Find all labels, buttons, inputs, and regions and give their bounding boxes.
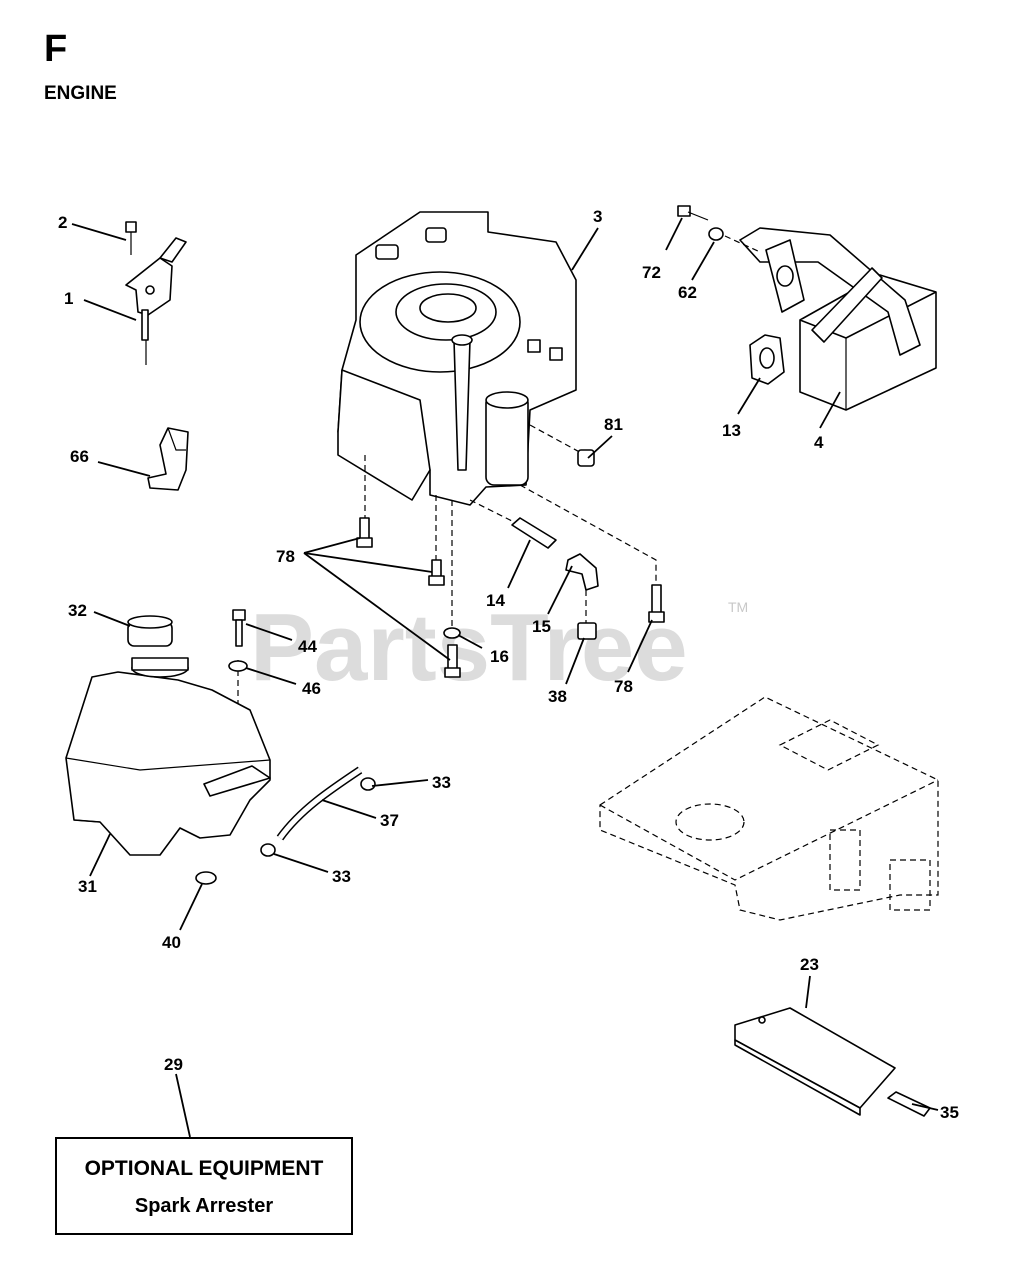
callout-14: 14 — [486, 591, 505, 610]
fuel-cap-part — [127, 615, 173, 647]
bolt-78-a-part — [356, 517, 373, 548]
section-title: ENGINE — [44, 83, 117, 104]
callout-33-upper: 33 — [432, 773, 451, 792]
callout-78-right: 78 — [614, 677, 633, 696]
fuel-tank-part — [65, 657, 271, 856]
callout-81: 81 — [604, 415, 623, 434]
callout-46: 46 — [302, 679, 321, 698]
callout-72: 72 — [642, 263, 661, 282]
throttle-control-part — [125, 221, 187, 365]
clip-part — [147, 427, 189, 491]
callout-1: 1 — [64, 289, 73, 308]
washer-46-part — [228, 660, 248, 672]
frame-part — [599, 696, 939, 921]
callout-29: 29 — [164, 1055, 183, 1074]
callout-40: 40 — [162, 933, 181, 952]
callout-35: 35 — [940, 1103, 959, 1122]
engine-part — [337, 211, 577, 506]
spark-arrester-label: Spark Arrester — [134, 1195, 274, 1217]
callout-38: 38 — [548, 687, 567, 706]
nut-81-part — [577, 449, 595, 467]
washer-16-part — [443, 627, 461, 639]
callout-15: 15 — [532, 617, 551, 636]
watermark-text: PartsTree — [250, 594, 688, 701]
optional-equipment-title: OPTIONAL EQUIPMENT — [84, 1157, 324, 1180]
section-letter: F — [44, 28, 68, 70]
watermark-tm: TM — [728, 599, 748, 615]
callout-66: 66 — [70, 447, 89, 466]
callout-16: 16 — [490, 647, 509, 666]
screw-44-part — [232, 609, 246, 647]
callout-3: 3 — [593, 207, 602, 226]
muffler-part — [739, 227, 937, 411]
bolt-72-part — [677, 205, 709, 221]
callout-4: 4 — [814, 433, 824, 452]
callout-32: 32 — [68, 601, 87, 620]
callout-62: 62 — [678, 283, 697, 302]
washer-62-part — [708, 227, 724, 241]
callout-13: 13 — [722, 421, 741, 440]
clamp-33-upper-part — [360, 777, 376, 791]
nipple-14-part — [511, 517, 557, 549]
gasket-part — [749, 334, 785, 385]
callout-44: 44 — [298, 637, 317, 656]
heat-shield-part — [734, 1007, 896, 1116]
bolt-78-d-part — [648, 584, 665, 623]
bolt-78-c-part — [444, 644, 461, 678]
clamp-33-lower-part — [260, 843, 276, 857]
optional-equipment-box: OPTIONAL EQUIPMENT Spark Arrester — [55, 1137, 353, 1235]
callout-33-lower: 33 — [332, 867, 351, 886]
callout-37: 37 — [380, 811, 399, 830]
bolt-35-part — [887, 1091, 931, 1117]
bolt-78-b-part — [428, 559, 445, 586]
nut-38-part — [577, 622, 597, 640]
callout-23: 23 — [800, 955, 819, 974]
callout-31: 31 — [78, 877, 97, 896]
elbow-15-part — [565, 553, 599, 591]
callout-2: 2 — [58, 213, 67, 232]
bushing-40-part — [195, 871, 217, 885]
callout-78-left: 78 — [276, 547, 295, 566]
